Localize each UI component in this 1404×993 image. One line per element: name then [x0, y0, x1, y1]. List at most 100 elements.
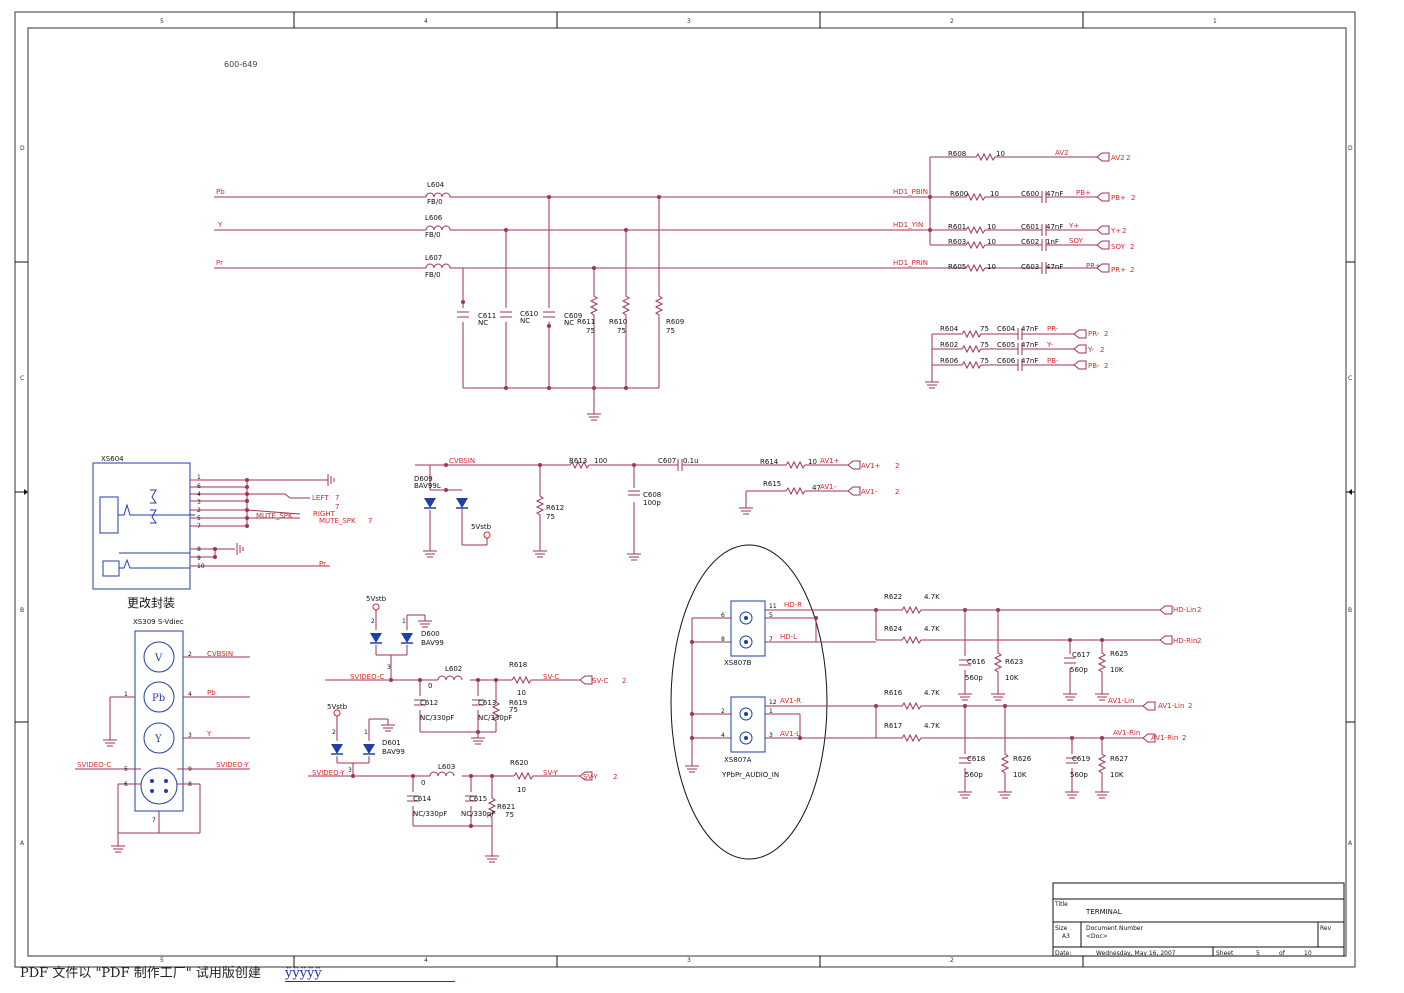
- offpage-arrow-icon: [1159, 605, 1173, 615]
- part-ref: R602: [940, 341, 958, 349]
- net-label: AV1-: [861, 488, 878, 496]
- part-value: 0: [428, 682, 432, 690]
- pin-number: 4: [721, 732, 725, 739]
- net-label: PB-: [1088, 362, 1100, 370]
- part-value: NC/330pF: [413, 810, 447, 818]
- net-label: Y: [206, 730, 212, 738]
- resistor-r609: [655, 291, 663, 320]
- sheet-num: 2: [895, 488, 899, 496]
- xs807-audio-jacks: [691, 600, 876, 760]
- resistor-r626: [1001, 749, 1009, 778]
- docnum-label: Document Number: [1086, 925, 1144, 932]
- part-ref: XS807B: [724, 659, 752, 667]
- of-label: of: [1279, 950, 1286, 957]
- part-value: 10K: [1005, 674, 1019, 682]
- part-ref: R627: [1110, 755, 1128, 763]
- part-value: 560p: [1070, 666, 1088, 674]
- net-label: Y: [217, 221, 223, 229]
- sheet-arrow-left: [24, 489, 28, 495]
- part-ref: R625: [1110, 650, 1128, 658]
- net-label: Y+: [1068, 222, 1079, 230]
- part-value: 0.1u: [683, 457, 699, 465]
- part-ref: R613: [569, 457, 587, 465]
- part-ref: R600: [950, 190, 968, 198]
- row-label: C: [20, 375, 24, 382]
- net-label: SVIDEO-C: [350, 673, 384, 681]
- part-ref: C613: [478, 699, 496, 707]
- part-value: NC: [520, 317, 530, 325]
- docnum-value: <Doc>: [1086, 933, 1108, 940]
- part-value: 560p: [965, 771, 983, 779]
- net-label: AV1-Rin: [1151, 734, 1178, 742]
- col-label: 3: [687, 18, 691, 25]
- pin-number: 8: [197, 546, 201, 553]
- part-value: 10: [987, 238, 996, 246]
- ground-icon: [738, 501, 754, 515]
- xs604-junctions: [213, 478, 249, 559]
- offpage-arrow-icon: [1096, 240, 1110, 250]
- part-value: 75: [980, 357, 989, 365]
- sheet-value: 5: [1256, 950, 1260, 957]
- sheet-num: 2: [1197, 637, 1201, 645]
- pin-number: 5: [124, 766, 128, 773]
- part-value: NC/330pF: [461, 810, 495, 818]
- pin-number: 2: [332, 729, 336, 736]
- minus-output-wires: [931, 333, 1074, 376]
- part-value: FB/0: [425, 231, 441, 239]
- net-label: SOY: [1111, 243, 1126, 251]
- part-value: 75: [617, 327, 626, 335]
- part-value: 4.7K: [924, 593, 940, 601]
- part-value: FB/0: [427, 198, 443, 206]
- ground-icon: [1094, 785, 1110, 799]
- pin-number: 3: [348, 767, 352, 774]
- net-label: CVBSIN: [207, 650, 233, 658]
- power-pin-icon: [333, 709, 341, 717]
- pin-number: 9: [197, 555, 201, 562]
- resistor-r608: [971, 153, 1000, 161]
- row-label: D: [20, 145, 25, 152]
- sheet-num: 2: [622, 677, 626, 685]
- resistor-r618: [507, 676, 536, 684]
- net-label: HD1_PBIN: [893, 188, 928, 196]
- inductor-l606: [425, 225, 451, 231]
- inductor-l602: [437, 675, 463, 681]
- net-label: SV-C: [543, 673, 559, 681]
- part-ref: R616: [884, 689, 903, 697]
- net-label: SVIDEO-Y: [216, 761, 250, 769]
- pin-number: 2: [371, 618, 375, 625]
- power-label: 5Vstb: [366, 595, 387, 603]
- row-label: A: [1348, 840, 1353, 847]
- net-label: HD-L: [780, 633, 797, 641]
- sheet-num: 2: [1104, 362, 1108, 370]
- ground-icon: [1062, 687, 1078, 701]
- col-label: 2: [950, 18, 954, 25]
- part-ref: R621: [497, 803, 515, 811]
- part-value: 4.7K: [924, 722, 940, 730]
- part-value: NC/330pF: [420, 714, 454, 722]
- offpage-arrow-icon: [1142, 701, 1156, 711]
- inductor-l604: [425, 192, 451, 198]
- part-value: NC/330pF: [478, 714, 512, 722]
- pin-number: 6: [721, 612, 725, 619]
- resistor-r610: [622, 291, 630, 320]
- ground-icon: [957, 785, 973, 799]
- part-value: BAV99: [421, 639, 444, 647]
- net-label: SVIDEO-Y: [312, 769, 346, 777]
- sheet-border: [14, 11, 1356, 968]
- net-label: AV1+: [861, 462, 881, 470]
- ground-icon: [380, 718, 396, 732]
- part-ref: C606: [997, 357, 1016, 365]
- sheet-num: 7: [335, 503, 339, 511]
- part-value: 10: [987, 223, 996, 231]
- ground-icon: [110, 839, 126, 853]
- col-label: 4: [424, 957, 428, 964]
- col-label: 5: [160, 957, 164, 964]
- title-block[interactable]: [1052, 882, 1345, 957]
- ground-icon: [1094, 687, 1110, 701]
- cvbs-wires: [415, 464, 848, 548]
- audio-out-junctions: [963, 608, 1104, 740]
- net-label: AV2: [1055, 149, 1069, 157]
- footer-link[interactable]: ÿÿÿÿÿ: [285, 966, 456, 982]
- net-label: Pr: [216, 259, 223, 267]
- part-value: 4.7K: [924, 689, 940, 697]
